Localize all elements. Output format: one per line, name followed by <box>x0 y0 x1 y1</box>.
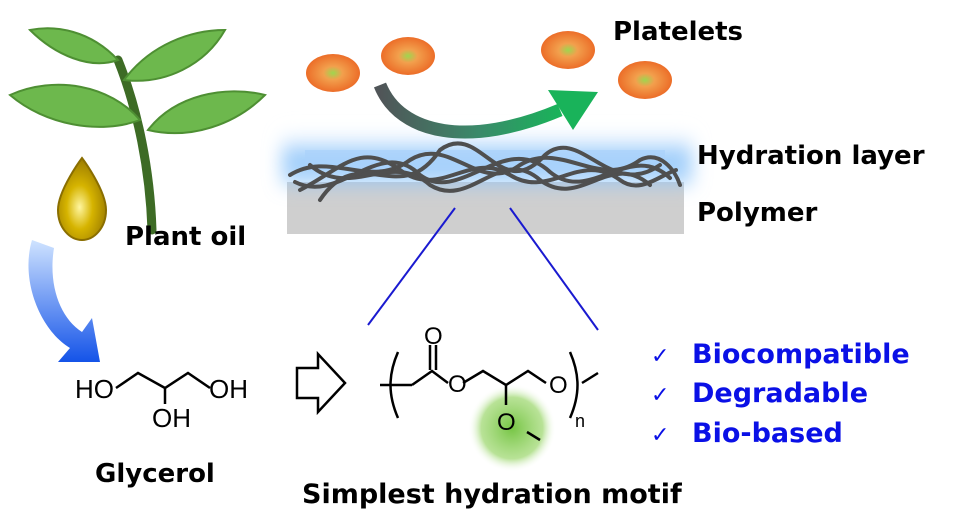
label-plant-oil: Plant oil <box>125 222 246 252</box>
polymer-repeat-unit <box>380 345 599 442</box>
label-polymer: Polymer <box>697 198 818 228</box>
ester-oxygen: O <box>448 371 467 398</box>
properties-list: ✓ Biocompatible ✓ Degradable ✓ Bio-based <box>651 339 910 449</box>
check-icon: ✓ <box>651 383 669 408</box>
blue-curved-arrow <box>28 240 101 362</box>
platelets-group <box>306 31 672 99</box>
check-icon: ✓ <box>651 423 669 448</box>
repel-arrow <box>373 82 598 139</box>
polymer-film <box>287 182 684 234</box>
repeat-subscript-n: n <box>575 411 585 431</box>
polymer-chains <box>288 141 682 202</box>
platelet-1 <box>306 54 360 92</box>
reaction-arrow <box>295 350 347 416</box>
platelet-4 <box>618 61 672 99</box>
zoom-lines <box>367 207 599 331</box>
carbonyl-oxygen: O <box>424 323 443 350</box>
check-icon: ✓ <box>651 344 669 369</box>
property-bio-based: Bio-based <box>692 418 843 449</box>
plant-illustration <box>8 27 267 235</box>
glycerol-oh-bottom: OH <box>152 403 191 433</box>
property-biocompatible: Biocompatible <box>692 339 910 370</box>
label-simplest-hydration-motif: Simplest hydration motif <box>302 479 682 510</box>
motif-highlight <box>468 384 556 472</box>
glycerol-ho-left: HO <box>75 374 114 404</box>
label-platelets: Platelets <box>613 17 743 47</box>
oil-drop-icon <box>56 156 108 242</box>
side-chain-oxygen: O <box>497 409 516 436</box>
ether-oxygen: O <box>549 372 568 399</box>
label-hydration-layer: Hydration layer <box>697 141 925 171</box>
platelet-2 <box>381 37 435 75</box>
glycerol-oh-right: OH <box>209 374 248 404</box>
label-glycerol: Glycerol <box>95 459 215 489</box>
platelet-3 <box>541 31 595 69</box>
glycerol-structure: HO OH OH <box>75 371 248 433</box>
property-degradable: Degradable <box>692 378 868 409</box>
